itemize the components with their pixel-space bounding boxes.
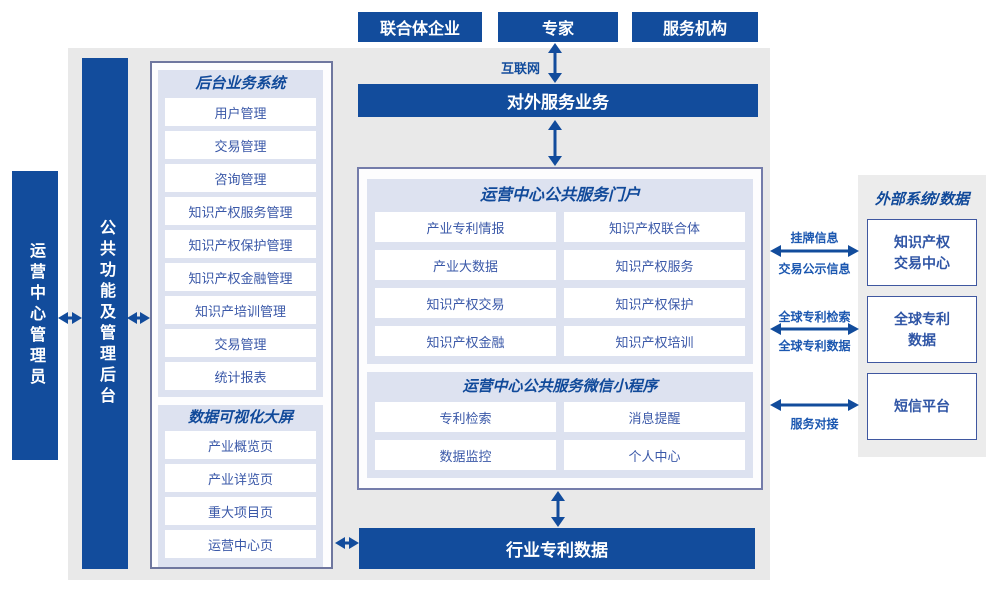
dashboard-item-3: 运营中心页: [165, 530, 316, 558]
link-label-trade-notice: 交易公示信息: [778, 262, 851, 276]
link-label-service-integration: 服务对接: [790, 417, 839, 431]
arrow-sms-platform-icon: [770, 399, 859, 411]
panel-operations-center: 运营中心公共服务门户 产业专利情报 知识产权联合体 产业大数据 知识产权服务 知…: [357, 167, 763, 490]
backend-item-2: 咨询管理: [165, 164, 316, 192]
panel-title: 运营中心公共服务门户: [479, 187, 640, 204]
arrow-portal-patent-icon: [551, 491, 565, 527]
link-label-listing-info: 挂牌信息: [790, 231, 839, 245]
panel-backend-group: 后台业务系统 用户管理 交易管理 咨询管理 知识产权服务管理 知识产权保护管理 …: [150, 61, 333, 569]
backend-item-6: 知识产培训管理: [165, 296, 316, 324]
node-label: 行业专利数据: [506, 541, 608, 560]
node-label: 运营中心管理员: [27, 242, 44, 389]
node-industry-patent-bar: 行业专利数据: [359, 528, 755, 569]
panel-title: 外部系统/数据: [874, 191, 970, 208]
arrow-internet-icon: [548, 43, 562, 83]
dashboard-item-1: 产业详览页: [165, 464, 316, 492]
panel-external-systems: 外部系统/数据 知识产权 交易中心 全球专利 数据 短信平台: [858, 175, 986, 457]
portal-item-5: 知识产权保护: [564, 288, 745, 318]
panel-title: 后台业务系统: [195, 75, 286, 92]
external-system-sms: 短信平台: [867, 373, 977, 440]
portal-item-7: 知识产权培训: [564, 326, 745, 356]
backend-item-3: 知识产权服务管理: [165, 197, 316, 225]
panel-title: 数据可视化大屏: [187, 409, 293, 426]
link-label-global-patent-search: 全球专利检索: [778, 310, 851, 324]
link-label-global-patent-data: 全球专利数据: [778, 339, 851, 353]
miniprogram-item-0: 专利检索: [375, 402, 556, 432]
portal-item-3: 知识产权服务: [564, 250, 745, 280]
panel-public-portal: 运营中心公共服务门户 产业专利情报 知识产权联合体 产业大数据 知识产权服务 知…: [367, 179, 753, 364]
node-label: 对外服务业务: [507, 93, 609, 112]
panel-backend-system: 后台业务系统 用户管理 交易管理 咨询管理 知识产权服务管理 知识产权保护管理 …: [158, 70, 323, 397]
dashboard-item-2: 重大项目页: [165, 497, 316, 525]
portal-item-4: 知识产权交易: [375, 288, 556, 318]
arrow-global-patent-icon: [770, 323, 859, 335]
arrow-admin-backend-icon: [58, 312, 82, 324]
miniprogram-item-1: 消息提醒: [564, 402, 745, 432]
backend-item-5: 知识产权金融管理: [165, 263, 316, 291]
miniprogram-item-3: 个人中心: [564, 440, 745, 470]
backend-item-7: 交易管理: [165, 329, 316, 357]
miniprogram-item-2: 数据监控: [375, 440, 556, 470]
arrow-ip-exchange-icon: [770, 245, 859, 257]
node-label: 服务机构: [662, 21, 727, 38]
panel-dashboard: 数据可视化大屏 产业概览页 产业详览页 重大项目页 运营中心页: [158, 405, 323, 567]
node-consortium-enterprise: 联合体企业: [358, 12, 482, 42]
arrow-service-portal-icon: [548, 120, 562, 166]
node-service-agency: 服务机构: [632, 12, 758, 42]
arrow-dashboard-patent-icon: [335, 537, 359, 549]
portal-item-6: 知识产权金融: [375, 326, 556, 356]
node-operations-admin-bar: 运营中心管理员: [12, 171, 58, 460]
arrow-backend-panel-icon: [127, 312, 150, 324]
dashboard-item-0: 产业概览页: [165, 431, 316, 459]
backend-item-0: 用户管理: [165, 98, 316, 126]
node-backend-admin-bar: 公共功能及管理后台: [82, 58, 128, 569]
node-external-service-bar: 对外服务业务: [358, 84, 758, 117]
node-expert: 专家: [498, 12, 618, 42]
backend-item-1: 交易管理: [165, 131, 316, 159]
backend-item-8: 统计报表: [165, 362, 316, 390]
backend-item-4: 知识产权保护管理: [165, 230, 316, 258]
external-system-ip-exchange: 知识产权 交易中心: [867, 219, 977, 286]
panel-miniprogram: 运营中心公共服务微信小程序 专利检索 消息提醒 数据监控 个人中心: [367, 372, 753, 478]
node-label: 公共功能及管理后台: [97, 219, 114, 408]
portal-item-2: 产业大数据: [375, 250, 556, 280]
external-system-global-patent: 全球专利 数据: [867, 296, 977, 363]
node-label: 联合体企业: [379, 21, 460, 38]
node-label: 专家: [541, 21, 574, 38]
internet-label: 互联网: [500, 61, 540, 76]
portal-item-1: 知识产权联合体: [564, 212, 745, 242]
panel-title: 运营中心公共服务微信小程序: [462, 378, 658, 395]
portal-item-0: 产业专利情报: [375, 212, 556, 242]
